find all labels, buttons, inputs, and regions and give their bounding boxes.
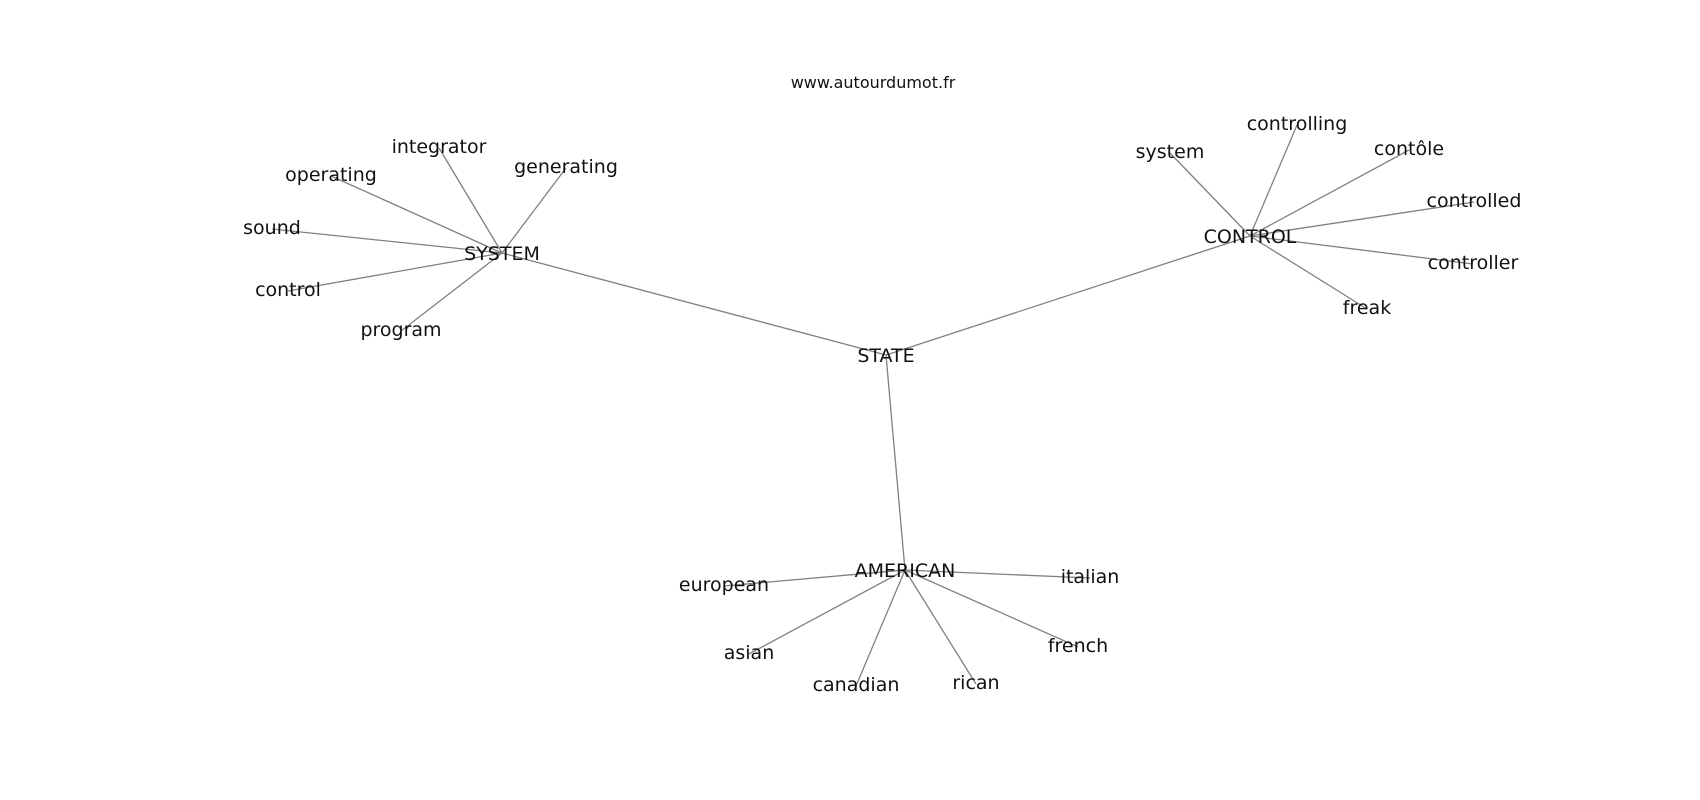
edge-control-controlling xyxy=(1249,124,1298,237)
graph-edges xyxy=(271,124,1475,687)
edge-american-canadian xyxy=(855,569,906,687)
edge-system-program xyxy=(400,252,503,332)
edge-system-integrator xyxy=(438,147,503,254)
node-leaf-integrator: integrator xyxy=(392,136,487,158)
edge-state-american xyxy=(885,354,906,571)
node-leaf-program: program xyxy=(360,319,441,341)
edge-system-generating xyxy=(501,167,567,254)
node-leaf-rican: rican xyxy=(952,672,999,694)
edge-american-italian xyxy=(904,569,1091,579)
node-leaf-generating: generating xyxy=(514,156,618,178)
node-leaf-operating: operating xyxy=(285,164,377,186)
node-leaf-canadian: canadian xyxy=(813,674,900,696)
node-leaf-controlled: controlled xyxy=(1427,190,1522,212)
edge-state-control xyxy=(885,235,1251,356)
edge-control-freak xyxy=(1249,235,1368,310)
edge-system-operating xyxy=(330,175,503,254)
node-hub-control: CONTROL xyxy=(1204,226,1297,248)
edge-american-rican xyxy=(904,569,977,685)
edge-system-sound xyxy=(271,228,503,254)
edge-system-control xyxy=(287,252,503,292)
source-url: www.autourdumot.fr xyxy=(791,73,956,92)
node-leaf-french: french xyxy=(1048,635,1108,657)
node-leaf-system: system xyxy=(1136,141,1205,163)
edge-control-system xyxy=(1169,152,1251,237)
node-center-state: STATE xyxy=(857,345,914,367)
node-leaf-controller: controller xyxy=(1428,252,1519,274)
node-leaf-controlling: controlling xyxy=(1247,113,1348,135)
node-leaf-asian: asian xyxy=(724,642,775,664)
edge-american-french xyxy=(904,569,1079,648)
node-hub-american: AMERICAN xyxy=(855,560,956,582)
node-hub-system: SYSTEM xyxy=(464,243,540,265)
edge-control-controller xyxy=(1249,235,1474,265)
graph-labels: STATE SYSTEM integrator generating operating… xyxy=(243,113,1521,696)
node-leaf-italian: italian xyxy=(1061,566,1120,588)
node-leaf-contole: contôle xyxy=(1374,138,1444,160)
edge-american-asian xyxy=(748,569,906,655)
edge-state-system xyxy=(501,252,887,356)
node-leaf-control: control xyxy=(255,279,321,301)
node-leaf-freak: freak xyxy=(1343,297,1391,319)
edge-control-controlled xyxy=(1249,201,1475,237)
node-leaf-sound: sound xyxy=(243,217,301,239)
node-leaf-european: european xyxy=(679,574,769,596)
edge-american-european xyxy=(723,569,906,587)
edge-control-contole xyxy=(1249,149,1410,237)
